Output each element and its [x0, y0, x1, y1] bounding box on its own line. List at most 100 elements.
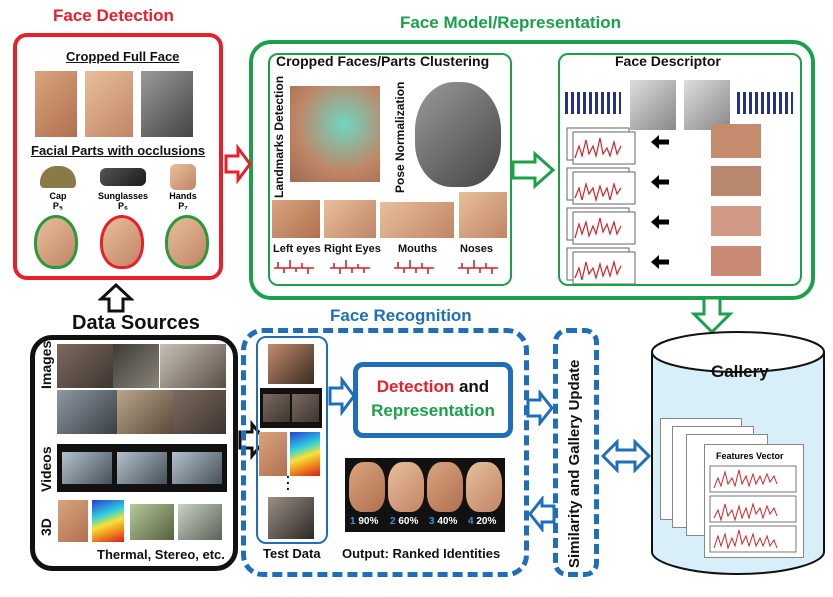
- arrow-sources-to-detection: [98, 283, 134, 313]
- face-recognition-title: Face Recognition: [330, 306, 472, 325]
- cropped-full-face-label: Cropped Full Face: [66, 49, 180, 64]
- features-vector-label: Features Vector: [716, 451, 784, 461]
- data-sources-title: Data Sources: [72, 312, 200, 334]
- descriptor-row-3: [566, 206, 761, 245]
- source-image-3: [160, 344, 226, 388]
- video-frame-2: [117, 452, 167, 484]
- landmarks-detection-label: Landmarks Detection: [272, 75, 286, 198]
- part-label-left-eyes: Left eyes: [273, 243, 321, 255]
- test-image-last: [268, 497, 314, 539]
- face-detection-panel: [13, 33, 223, 280]
- 3d-face-image: [58, 500, 88, 542]
- face-parts-diagram-cap: [34, 215, 78, 269]
- descriptor-barcode-left: [565, 92, 621, 114]
- part-label-right-eyes: Right Eyes: [324, 243, 381, 255]
- source-image-1: [57, 344, 113, 388]
- features-vector-plot-2: [713, 502, 778, 522]
- part-histograms: [274, 260, 498, 274]
- features-vector-plots: [709, 465, 797, 553]
- part-label-mouths: Mouths: [398, 243, 438, 255]
- rank-label-1: 1 90%: [350, 516, 379, 527]
- face-descriptor-panel: [558, 53, 802, 286]
- arrow-similarity-to-recognition: [528, 496, 556, 532]
- pose-normalization-label: Pose Normalization: [393, 81, 407, 193]
- similarity-panel: [553, 328, 599, 577]
- arrow-test-data-to-detection: [328, 376, 356, 416]
- histogram-noses: [458, 260, 498, 274]
- ranked-face-4: [466, 462, 502, 512]
- rank-label-3: 3 40%: [429, 516, 458, 527]
- ranked-face-2: [388, 462, 424, 512]
- thermal-stereo-caption: Thermal, Stereo, etc.: [97, 547, 225, 562]
- histogram-right-eyes: [330, 260, 370, 274]
- arrow-detection-to-model: [224, 144, 252, 184]
- three-d-label: 3D: [38, 518, 54, 536]
- rank-label-2: 2 60%: [390, 516, 419, 527]
- and-word: and: [454, 377, 490, 396]
- test-data-ellipsis: ...: [286, 465, 290, 493]
- face-parts-diagram-sunglasses: [100, 215, 144, 269]
- gallery-title: Gallery: [711, 362, 769, 381]
- test-data-box: [256, 336, 328, 544]
- descriptor-barcode-right: [737, 92, 793, 114]
- hands-image: [170, 164, 196, 190]
- source-image-5: [117, 390, 173, 434]
- data-sources-panel: [30, 335, 238, 571]
- descriptor-rows: [566, 124, 761, 284]
- thermal-image: [92, 500, 124, 542]
- source-image-6: [173, 390, 226, 434]
- right-eye-image: [324, 200, 376, 238]
- face-descriptor-title: Face Descriptor: [615, 53, 721, 69]
- face-model-panel: [249, 40, 815, 300]
- test-thermal-face: [290, 432, 320, 476]
- arrow-clustering-to-descriptor: [511, 150, 556, 190]
- face-recognition-panel: [241, 328, 529, 577]
- representation-word: Representation: [371, 401, 495, 420]
- face-image-profile: [35, 71, 77, 137]
- left-eye-image: [272, 200, 320, 238]
- ranked-face-3: [427, 462, 463, 512]
- source-image-2: [113, 344, 159, 388]
- face-model-title: Face Model/Representation: [400, 13, 622, 32]
- clustering-title: Cropped Faces/Parts Clustering: [276, 53, 490, 69]
- landmarks-face-image: [290, 86, 380, 182]
- detection-word: Detection: [376, 377, 455, 396]
- output-ranked-identities-label: Output: Ranked Identities: [342, 546, 501, 561]
- test-data-label: Test Data: [263, 546, 321, 561]
- stereo-image-1: [130, 504, 174, 540]
- arrow-model-to-gallery: [690, 296, 734, 334]
- test-video-frame-1: [263, 394, 290, 422]
- video-frame-3: [172, 452, 222, 484]
- features-vector-plot-3: [713, 529, 778, 550]
- face-parts-diagram-hands: [165, 215, 209, 269]
- face-detection-title: Face Detection: [53, 6, 174, 25]
- similarity-gallery-update-label: Similarity and Gallery Update: [566, 359, 583, 568]
- test-image-1: [268, 344, 314, 384]
- videos-label: Videos: [38, 446, 54, 492]
- test-3d-face: [259, 432, 287, 476]
- test-video-frame-2: [292, 394, 319, 422]
- ranked-face-1: [349, 462, 385, 512]
- video-frame-1: [62, 452, 112, 484]
- pose-normalized-face-image: [415, 82, 501, 187]
- rank-label-4: 4 20%: [468, 516, 497, 527]
- arrow-recognition-to-similarity: [526, 390, 554, 426]
- features-vector-plot-1: [713, 469, 778, 489]
- clustering-panel: [268, 53, 512, 286]
- mouth-image: [380, 202, 454, 238]
- descriptor-row-4: [566, 246, 761, 284]
- stereo-image-2: [178, 504, 222, 540]
- face-image-frontal: [85, 71, 133, 137]
- part-label-noses: Noses: [460, 243, 494, 255]
- cap-image: [40, 166, 76, 188]
- histogram-left-eyes: [274, 260, 314, 274]
- detection-representation-box: Detection and Representation: [353, 362, 513, 438]
- descriptor-row-1: [566, 124, 761, 165]
- descriptor-face-1: [630, 80, 676, 130]
- nose-image: [459, 192, 507, 238]
- images-label: Images: [38, 340, 54, 389]
- arrow-similarity-gallery-bidirectional: [600, 438, 652, 474]
